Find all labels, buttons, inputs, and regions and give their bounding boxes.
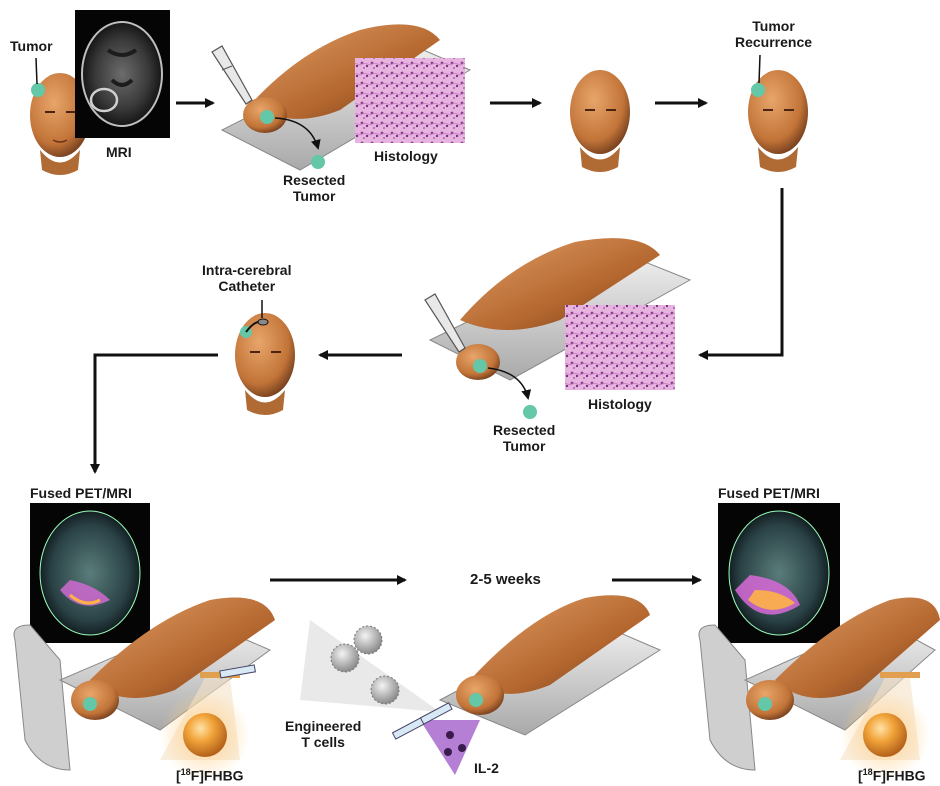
engineered-line1: Engineered xyxy=(285,718,361,734)
resected-line2: Tumor xyxy=(283,188,345,204)
fhbg-isotope: 18 xyxy=(863,767,873,777)
pet-mri-scan-icon xyxy=(718,503,840,643)
fhbg-label-right: [18F]FHBG xyxy=(858,764,926,784)
duration-label: 2-5 weeks xyxy=(470,572,541,588)
recurrence-line2: Recurrence xyxy=(735,34,812,50)
mri-label: MRI xyxy=(106,144,132,160)
pet-mri-scan-icon xyxy=(30,503,150,643)
histology-image-icon xyxy=(355,58,465,143)
fhbg-name: F]FHBG xyxy=(873,768,926,784)
resected-line2: Tumor xyxy=(493,438,555,454)
fhbg-isotope: 18 xyxy=(181,767,191,777)
resected-tumor-label-2: Resected Tumor xyxy=(493,422,555,454)
tumor-label: Tumor xyxy=(10,38,53,54)
patient-on-table-icon xyxy=(440,595,660,735)
fused-pet-mri-label-left: Fused PET/MRI xyxy=(30,485,132,501)
histology-label-2: Histology xyxy=(588,396,652,412)
tumor-recurrence-label: Tumor Recurrence xyxy=(735,18,812,50)
catheter-line2: Catheter xyxy=(202,278,291,294)
engineered-t-cells-label: Engineered T cells xyxy=(285,718,361,750)
mri-scan-icon xyxy=(75,10,170,138)
fused-pet-mri-label-right: Fused PET/MRI xyxy=(718,485,820,501)
tumor-marker xyxy=(31,83,45,97)
scalpel-icon xyxy=(212,46,252,104)
engineered-line2: T cells xyxy=(285,734,361,750)
fhbg-name: F]FHBG xyxy=(191,768,244,784)
resected-line1: Resected xyxy=(283,172,345,188)
catheter-label: Intra-cerebral Catheter xyxy=(202,262,291,294)
resected-line1: Resected xyxy=(493,422,555,438)
catheter-line1: Intra-cerebral xyxy=(202,262,291,278)
histology-image-icon xyxy=(565,305,675,390)
il2-label: IL-2 xyxy=(474,760,499,776)
fhbg-label-left: [18F]FHBG xyxy=(176,764,244,784)
head-icon xyxy=(570,70,630,172)
recurrence-line1: Tumor xyxy=(735,18,812,34)
resected-tumor-label: Resected Tumor xyxy=(283,172,345,204)
histology-label: Histology xyxy=(374,148,438,164)
